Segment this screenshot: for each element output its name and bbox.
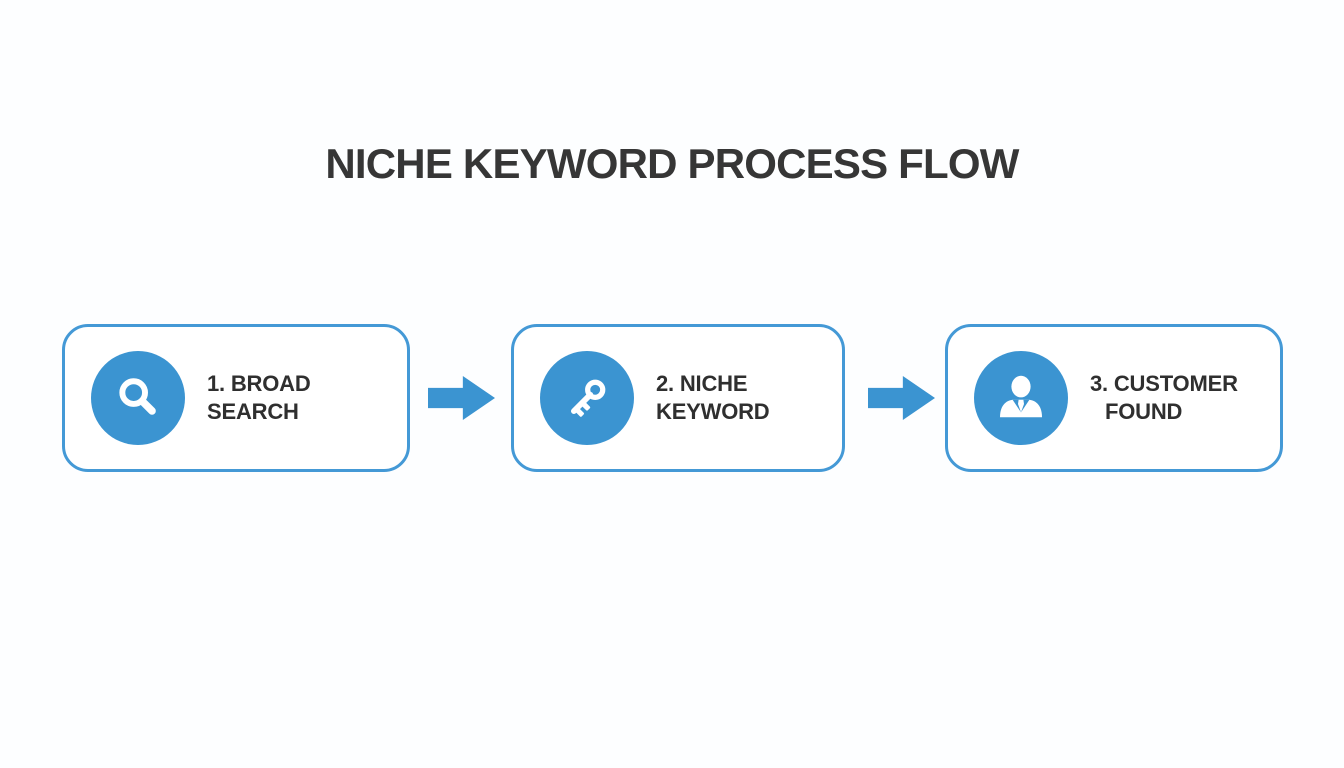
step-label-line: 3. CUSTOMER — [1090, 370, 1238, 396]
arrow-right-icon — [868, 376, 935, 420]
magnifier-icon — [119, 378, 156, 415]
step-label-line: 2. NICHE KEYWORD — [656, 370, 770, 424]
step-label: 3. CUSTOMER FOUND — [1090, 370, 1248, 426]
step-box-broad-search: 1. BROAD SEARCH — [62, 324, 410, 472]
step-label-line: 1. BROAD SEARCH — [207, 370, 311, 424]
step-label: 1. BROAD SEARCH — [207, 370, 407, 426]
arrow-right-icon — [428, 376, 495, 420]
step-box-customer-found: 3. CUSTOMER FOUND — [945, 324, 1283, 472]
icon-circle — [91, 351, 185, 445]
customer-icon — [1000, 375, 1042, 418]
step-box-niche-keyword: 2. NICHE KEYWORD — [511, 324, 845, 472]
icon-circle — [540, 351, 634, 445]
step-label-line: FOUND — [1105, 399, 1183, 424]
page-title: NICHE KEYWORD PROCESS FLOW — [325, 140, 1019, 187]
step-label: 2. NICHE KEYWORD — [656, 370, 842, 426]
icon-circle — [974, 351, 1068, 445]
key-icon — [570, 379, 606, 417]
